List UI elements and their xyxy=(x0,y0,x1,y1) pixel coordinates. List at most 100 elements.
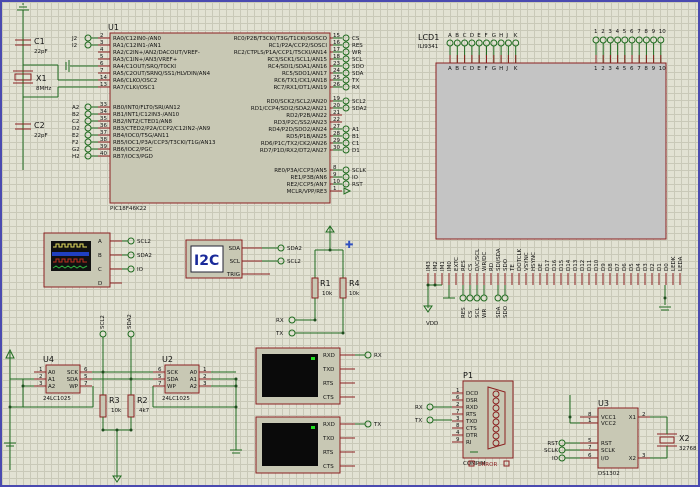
net-terminal-SDA2[interactable] xyxy=(127,251,135,259)
lcd-terminal-J[interactable] xyxy=(504,39,512,47)
lcd-pin-d7[interactable]: D7 xyxy=(615,263,621,285)
lcd-top-left-pin[interactable]: BB xyxy=(453,33,461,72)
lcd-pin-d15[interactable]: D15 xyxy=(559,259,565,285)
lcd-pin-d14[interactable]: D14 xyxy=(566,259,572,285)
lcd-terminal-6[interactable] xyxy=(628,36,636,44)
net-terminal-SCLK[interactable] xyxy=(558,446,566,454)
lcd-pin-vsync[interactable]: VSYNC xyxy=(524,252,530,285)
resistor-r4[interactable]: R4 10k xyxy=(339,277,360,299)
lcd-top-left-pin[interactable]: JJ xyxy=(504,33,512,72)
crystal-x1[interactable]: X1 8MHz xyxy=(13,70,51,92)
u3-pin-x1[interactable]: 2X1 xyxy=(629,412,650,421)
lcd-pin-d4[interactable]: D4 xyxy=(636,263,642,285)
lcd-net-wr[interactable]: WR xyxy=(480,285,488,318)
lcd-terminal-SDA[interactable] xyxy=(494,294,502,302)
lcd-top-right-pin[interactable]: 77 xyxy=(635,29,643,72)
lcd-pin-hsync[interactable]: HSYNC xyxy=(531,252,537,285)
lcd-top-left-pin[interactable]: CC xyxy=(461,33,469,72)
net-terminal-SCLK[interactable] xyxy=(342,166,350,174)
lcd-top-left-pin[interactable]: AA xyxy=(446,33,454,72)
lcd-top-left-pin[interactable]: GG xyxy=(490,33,498,72)
lcd-terminal-A[interactable] xyxy=(446,39,454,47)
lcd-top-right-pin[interactable]: 11 xyxy=(592,29,600,72)
lcd-top-right-pin[interactable]: 88 xyxy=(642,29,650,72)
lcd-terminal-SCL[interactable] xyxy=(473,294,481,302)
net-terminal-A1[interactable] xyxy=(342,125,350,133)
lcd-terminal-B[interactable] xyxy=(453,39,461,47)
lcd-pin-rd[interactable]: RD xyxy=(489,263,495,285)
resistor-r1[interactable]: R1 10k xyxy=(311,277,333,299)
lcd-pin-leda[interactable]: LEDA xyxy=(678,256,684,285)
lcd-top-right-pin[interactable]: 33 xyxy=(606,29,614,72)
u3-pin-x2[interactable]: 3X2 xyxy=(629,453,650,462)
lcd-terminal-4[interactable] xyxy=(614,36,622,44)
lcd-top-left-pin[interactable]: EE xyxy=(475,33,483,72)
net-terminal-IO[interactable] xyxy=(558,454,566,462)
net-terminal-SCL2[interactable] xyxy=(127,237,135,245)
lcd-pin-d2[interactable]: D2 xyxy=(650,263,656,285)
lcd-net-sda[interactable]: SDA xyxy=(494,285,502,318)
lcd-net-sdo[interactable]: SDO xyxy=(501,285,509,318)
net-terminal-C2[interactable] xyxy=(84,117,92,125)
net-terminal-SDO[interactable] xyxy=(342,62,350,70)
net-terminal-RST[interactable] xyxy=(342,180,350,188)
lcd-top-left-pin[interactable]: DD xyxy=(468,33,476,72)
net-terminal-B2[interactable] xyxy=(84,110,92,118)
lcd-terminal-E[interactable] xyxy=(475,39,483,47)
net-terminal-SCL[interactable] xyxy=(342,55,350,63)
lcd-pin-im1[interactable]: IM1 xyxy=(440,261,446,285)
lcd-pin-d6[interactable]: D6 xyxy=(622,263,628,285)
lcd-terminal-RES[interactable] xyxy=(459,294,467,302)
p1-tx-terminal[interactable] xyxy=(426,416,434,424)
capacitor-c1[interactable]: C1 22pF xyxy=(15,37,48,55)
lcd-pin-d3[interactable]: D3 xyxy=(643,263,649,285)
net-terminal-RES[interactable] xyxy=(342,41,350,49)
net-terminal-D1[interactable] xyxy=(342,146,350,154)
lcd-top-right-pin[interactable]: 99 xyxy=(650,29,658,72)
lcd-pin-d9[interactable]: D9 xyxy=(601,263,607,285)
sda2-terminal[interactable] xyxy=(127,330,135,338)
lcd-pin-sdo[interactable]: SDO xyxy=(503,258,509,285)
net-terminal-SDA2[interactable] xyxy=(342,104,350,112)
